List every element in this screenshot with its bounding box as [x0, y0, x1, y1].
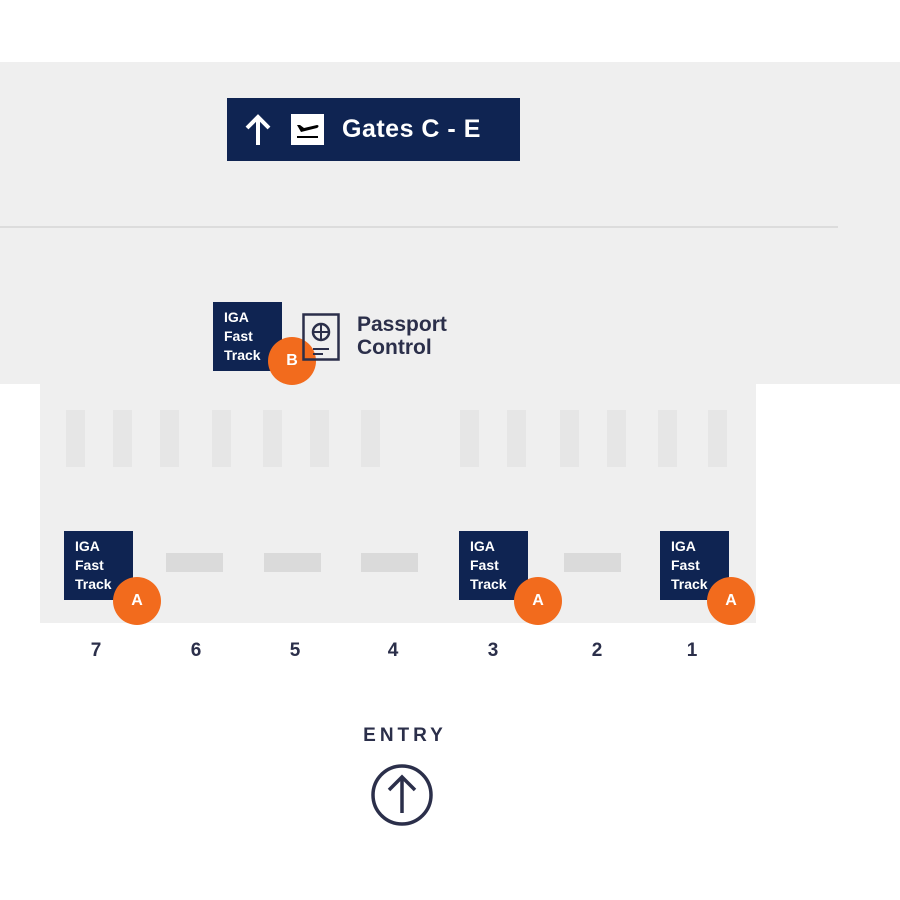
booth — [113, 410, 132, 467]
lane-number: 1 — [686, 640, 698, 661]
badge-a: A — [113, 577, 161, 625]
passport-icon — [302, 313, 340, 361]
booth — [212, 410, 231, 467]
fast-track-lane-1: IGA Fast Track — [660, 531, 729, 600]
booth — [263, 410, 282, 467]
ft-line: IGA — [671, 538, 696, 554]
passport-control-label: Passport Control — [357, 313, 447, 359]
ft-line: Fast — [470, 557, 499, 573]
booth — [658, 410, 677, 467]
lane-number: 7 — [90, 640, 102, 661]
ft-line: Track — [224, 347, 261, 363]
booth — [507, 410, 526, 467]
ft-line: IGA — [75, 538, 100, 554]
booth — [310, 410, 329, 467]
lane-number: 5 — [289, 640, 301, 661]
departures-icon — [291, 114, 324, 145]
lane-number: 4 — [387, 640, 399, 661]
badge-a: A — [707, 577, 755, 625]
entry-label: ENTRY — [363, 725, 447, 746]
ft-line: IGA — [470, 538, 495, 554]
divider-line — [0, 226, 838, 228]
ft-line: Fast — [671, 557, 700, 573]
gates-sign: Gates C - E — [227, 98, 520, 161]
ft-line: Track — [671, 576, 708, 592]
ft-line: Track — [75, 576, 112, 592]
lane-6-bar — [166, 553, 223, 572]
booth — [361, 410, 380, 467]
ft-line: IGA — [224, 309, 249, 325]
badge-a: A — [514, 577, 562, 625]
booth — [560, 410, 579, 467]
ft-line: Fast — [75, 557, 104, 573]
fast-track-lane-7: IGA Fast Track — [64, 531, 133, 600]
lane-2-bar — [564, 553, 621, 572]
arrow-up-circle-icon — [371, 764, 433, 826]
checkpoint-hall-area — [40, 384, 756, 623]
pc-line: Control — [357, 336, 432, 359]
arrow-up-icon — [245, 113, 271, 145]
booth — [607, 410, 626, 467]
booth — [708, 410, 727, 467]
lane-number: 3 — [487, 640, 499, 661]
fast-track-lane-3: IGA Fast Track — [459, 531, 528, 600]
badge-b: B — [268, 337, 316, 385]
booth — [160, 410, 179, 467]
pc-line: Passport — [357, 313, 447, 336]
ft-line: Fast — [224, 328, 253, 344]
lane-5-bar — [264, 553, 321, 572]
gates-label: Gates C - E — [342, 115, 481, 143]
booth — [66, 410, 85, 467]
ft-line: Track — [470, 576, 507, 592]
lane-4-bar — [361, 553, 418, 572]
booth — [460, 410, 479, 467]
lane-number: 2 — [591, 640, 603, 661]
lane-number: 6 — [190, 640, 202, 661]
